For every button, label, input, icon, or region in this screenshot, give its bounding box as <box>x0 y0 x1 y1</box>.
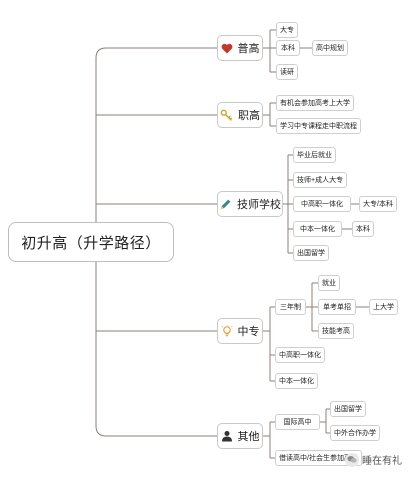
links-zhongzhuan <box>263 282 369 382</box>
branch-jishi[interactable]: 技师学校 <box>217 191 283 217</box>
leaf-jishi-jiuye[interactable]: 毕业后就业 <box>293 147 336 163</box>
branch-zhongzhuan[interactable]: 中专 <box>217 318 263 344</box>
branch-zhongzhuan-label: 中专 <box>237 326 260 338</box>
leaf-jishi-liuxue[interactable]: 出国留学 <box>293 245 329 261</box>
branch-putong[interactable]: 普高 <box>217 35 263 61</box>
watermark: 睡在有礼 <box>345 452 402 467</box>
person-icon <box>221 430 233 443</box>
leaf-putong-gaozhong-guihua[interactable]: 高中规划 <box>312 40 348 56</box>
leaf-qita-liuxue[interactable]: 出国留学 <box>330 401 366 417</box>
leaf-zhigao-gaokao[interactable]: 有机会参加高考上大学 <box>276 95 354 111</box>
branch-putong-label: 普高 <box>237 43 260 55</box>
leaf-jishi-zhonggaozhi[interactable]: 中高职一体化 <box>293 196 351 212</box>
branch-zhigao-label: 职高 <box>238 110 260 122</box>
leaf-jishi-dazhuan-benke[interactable]: 大专/本科 <box>359 196 397 212</box>
leaf-zhongzhuan-zhonggaozhi[interactable]: 中高职一体化 <box>275 347 325 363</box>
leaf-putong-duyan[interactable]: 读研 <box>276 64 298 80</box>
root-node[interactable]: 初升高（升学路径） <box>8 222 174 262</box>
heart-icon <box>221 42 233 55</box>
lightbulb-icon <box>220 324 233 338</box>
root-trunk <box>95 47 217 437</box>
root-label: 初升高（升学路径） <box>21 234 161 252</box>
watermark-text: 睡在有礼 <box>362 456 402 467</box>
leaf-zhongzhuan-jineng[interactable]: 技能考高 <box>318 323 354 339</box>
leaf-zhongzhuan-dankao[interactable]: 单考单招 <box>318 299 356 315</box>
leaf-putong-dazhuan[interactable]: 大专 <box>276 22 298 38</box>
branch-jishi-label: 技师学校 <box>237 199 281 211</box>
leaf-qita-guoji[interactable]: 国际高中 <box>275 414 320 430</box>
links-jishi <box>283 154 359 254</box>
leaf-putong-benke[interactable]: 本科 <box>276 40 300 56</box>
leaf-zhongzhuan-zhongben[interactable]: 中本一体化 <box>275 373 318 389</box>
links-qita <box>263 408 330 459</box>
pencil-icon <box>219 198 232 211</box>
chat-bubble-icon <box>345 452 359 467</box>
links-putong <box>263 29 312 73</box>
leaf-qita-shehui[interactable]: 借读高中/社会生参加高考 <box>275 450 362 466</box>
leaf-zhongzhuan-jiuye[interactable]: 就业 <box>318 275 340 291</box>
leaf-zhongzhuan-shangdaxue[interactable]: 上大学 <box>369 299 398 315</box>
leaf-jishi-chengren[interactable]: 技师+成人大专 <box>293 172 348 188</box>
leaf-qita-zhongwai[interactable]: 中外合作办学 <box>330 425 380 441</box>
branch-zhigao[interactable]: 职高 <box>217 102 263 128</box>
leaf-zhongzhuan-sannian[interactable]: 三年制 <box>275 299 306 315</box>
branch-qita-label: 其他 <box>237 431 260 443</box>
leaf-jishi-zhongben[interactable]: 中本一体化 <box>293 221 342 237</box>
key-icon <box>220 109 233 122</box>
leaf-zhigao-zhongzhi[interactable]: 学习中专课程走中职流程 <box>276 118 361 134</box>
branch-qita[interactable]: 其他 <box>217 423 263 449</box>
links-zhigao <box>263 102 276 127</box>
leaf-jishi-benke[interactable]: 本科 <box>352 221 374 237</box>
